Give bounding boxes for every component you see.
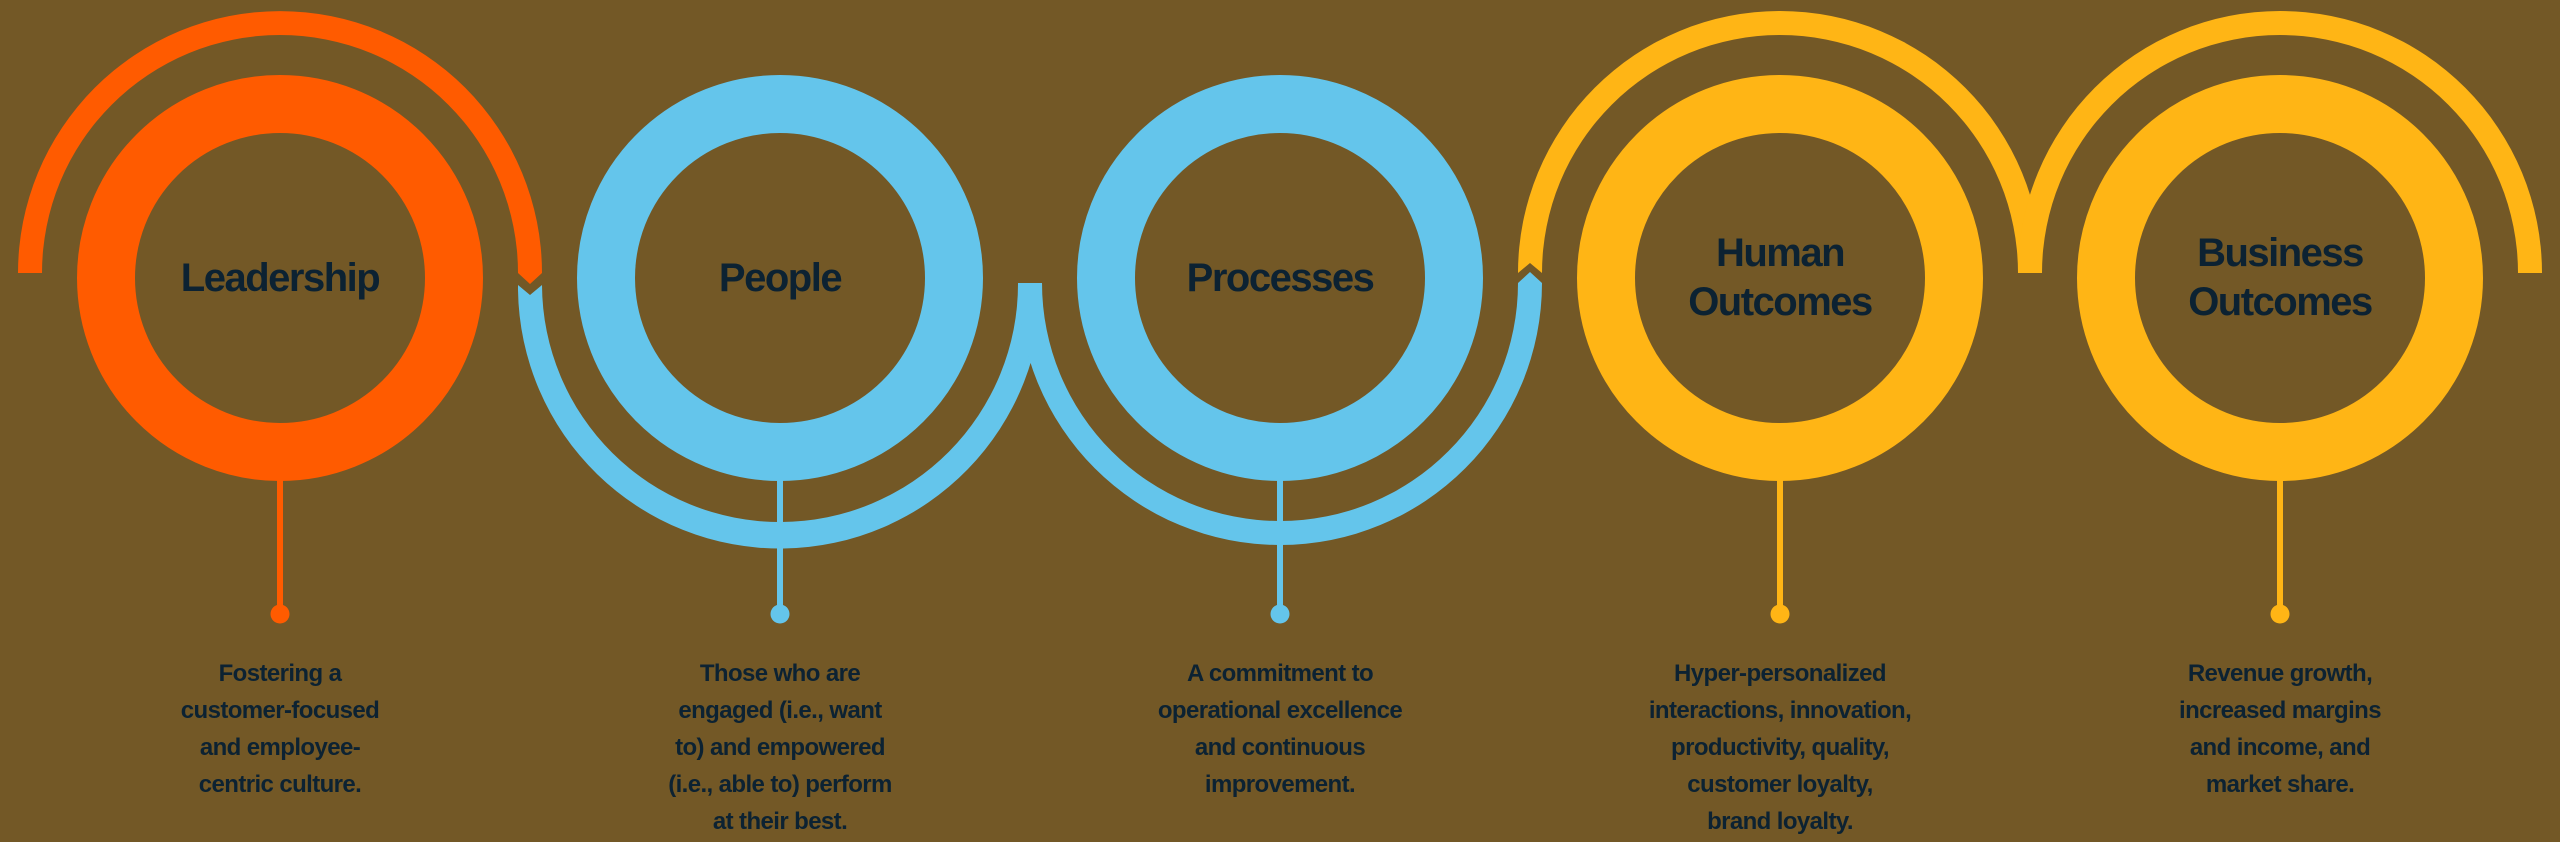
stage-title-leadership: Leadership xyxy=(140,218,420,338)
stage-stem xyxy=(1777,480,1783,614)
stage-ring xyxy=(577,75,983,481)
stage-description-processes: A commitment to operational excellence and… xyxy=(1100,655,1460,803)
stage-description-line: improvement. xyxy=(1204,771,1356,798)
stage-business-outcomes xyxy=(2077,75,2483,624)
stage-description-business-outcomes: Revenue growth, increased margins and inco… xyxy=(2100,655,2460,803)
stage-description-line: Those who are xyxy=(699,660,861,687)
stage-title-line: Business xyxy=(2197,231,2364,275)
stage-description-line: (i.e., able to) perform xyxy=(668,771,892,798)
stage-dot xyxy=(2270,604,2290,624)
stage-ring xyxy=(2077,75,2483,481)
stage-description-line: operational excellence xyxy=(1157,697,1403,724)
stage-title-people: People xyxy=(640,218,920,338)
stage-description-line: brand loyalty. xyxy=(1707,808,1853,835)
stage-title-line: Outcomes xyxy=(2188,280,2373,324)
stage-description-line: Fostering a xyxy=(218,660,342,687)
stage-description-line: market share. xyxy=(2205,771,2355,798)
stage-description-line: productivity, quality, xyxy=(1671,734,1890,761)
stage-description-line: increased margins xyxy=(2179,697,2382,724)
stage-description-leadership: Fostering a customer-focused and employee-… xyxy=(100,655,460,803)
stage-description-line: centric culture. xyxy=(198,771,362,798)
stage-stem xyxy=(2277,480,2283,614)
stage-dot xyxy=(270,604,290,624)
stage-description-line: interactions, innovation, xyxy=(1648,697,1912,724)
stage-dot xyxy=(1770,604,1790,624)
stage-dot xyxy=(1270,604,1290,624)
stage-stem xyxy=(277,480,283,614)
stage-people xyxy=(577,75,983,624)
stage-description-line: and continuous xyxy=(1194,734,1366,761)
stage-title-line: Leadership xyxy=(180,255,381,300)
stage-description-line: and employee- xyxy=(199,734,361,761)
stage-title-line: Outcomes xyxy=(1688,280,1873,324)
stage-processes xyxy=(1077,75,1483,624)
stage-title-processes: Processes xyxy=(1140,218,1420,338)
stage-leadership xyxy=(77,75,483,624)
stage-description-line: at their best. xyxy=(712,808,848,835)
stage-ring xyxy=(77,75,483,481)
stage-description-line: customer loyalty, xyxy=(1687,771,1873,798)
stage-description-line: Revenue growth, xyxy=(2187,660,2373,687)
stage-description-line: Hyper-personalized xyxy=(1674,660,1887,687)
stage-dot xyxy=(770,604,790,624)
stage-description-line: customer-focused xyxy=(180,697,380,724)
stage-ring xyxy=(1577,75,1983,481)
stage-title-line: Processes xyxy=(1186,255,1375,300)
stage-description-line: to) and empowered xyxy=(675,734,885,761)
stage-stem xyxy=(1277,480,1283,614)
stage-stem xyxy=(777,480,783,614)
stage-ring xyxy=(1077,75,1483,481)
stage-title-line: Human xyxy=(1715,231,1846,275)
stage-title-line: People xyxy=(718,255,843,300)
stage-description-line: A commitment to xyxy=(1186,660,1374,687)
stage-human-outcomes xyxy=(1577,75,1983,624)
stage-description-line: engaged (i.e., want xyxy=(678,697,882,724)
stage-description-people: Those who are engaged (i.e., want to) and … xyxy=(600,655,960,840)
stage-description-human-outcomes: Hyper-personalized interactions, innovati… xyxy=(1600,655,1960,840)
stage-description-line: and income, and xyxy=(2189,734,2371,761)
